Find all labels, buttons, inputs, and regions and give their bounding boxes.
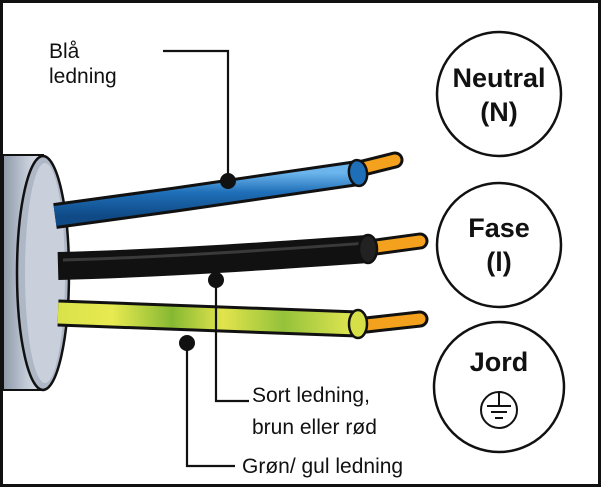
earth-circle [432,320,566,454]
phase-label-line-1: Fase [468,213,530,243]
leader-dots [179,173,236,351]
black-wire-dot [208,272,224,288]
blue-wire-leader [163,49,230,181]
green-yellow-wire-leader [185,343,235,468]
black-wire-label-line-2: brun eller rød [252,416,377,439]
wiring-illustration [3,30,566,468]
leader-lines [163,49,249,468]
phase-circle [435,181,563,309]
black-wire-leader [214,280,249,403]
black-wire-label-line-1: Sort ledning, [252,384,370,407]
phase-label-line-2: (l) [486,247,512,277]
neutral-label-line-1: Neutral [452,63,546,93]
green-yellow-wire-label: Grøn/ gul ledning [242,455,404,478]
earth-label: Jord [469,347,529,377]
neutral-label: Neutral (N) [437,61,561,129]
neutral-label-line-2: (N) [480,97,518,127]
phase-label: Fase (l) [437,211,561,279]
neutral-circle [435,30,563,158]
earth-ground-icon [480,391,518,429]
blue-wire-dot [220,173,236,189]
blue-wire [53,151,404,229]
black-wire-label: Sort ledning, brun eller rød [252,380,377,444]
green-yellow-wire [57,299,429,340]
green-yellow-wire-dot [179,335,195,351]
black-wire [57,232,429,280]
blue-wire-label-line-1: Blå [49,40,80,63]
blue-wire-label-line-2: ledning [49,65,117,88]
blue-wire-label: Blå ledning [49,39,117,89]
